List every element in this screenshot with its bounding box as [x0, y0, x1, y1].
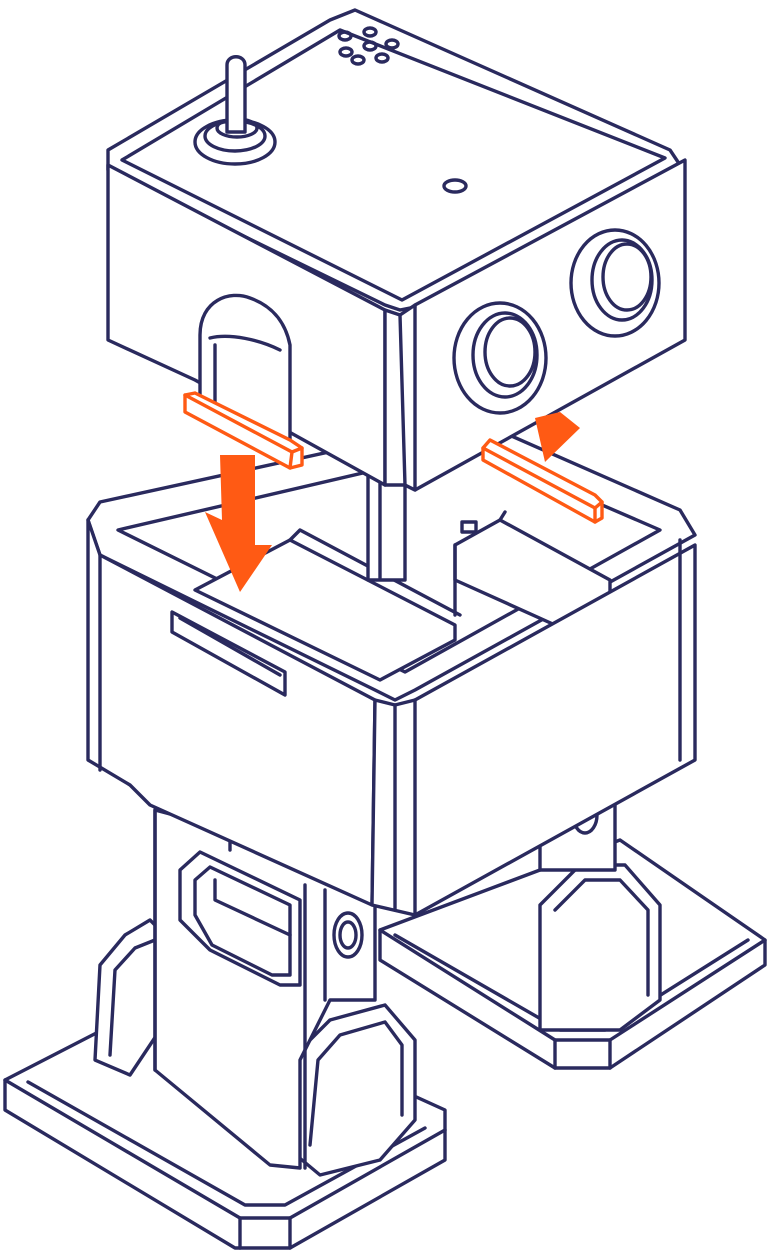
- mounting-rails: [183, 391, 604, 524]
- ultrasonic-sensor-icon: [452, 228, 661, 415]
- speaker-grille-icon: [337, 26, 400, 66]
- head-module: [106, 8, 687, 492]
- toggle-switch-icon: [193, 55, 277, 166]
- arrow-down-icon: [535, 412, 580, 462]
- arrow-down-icon: [205, 455, 272, 592]
